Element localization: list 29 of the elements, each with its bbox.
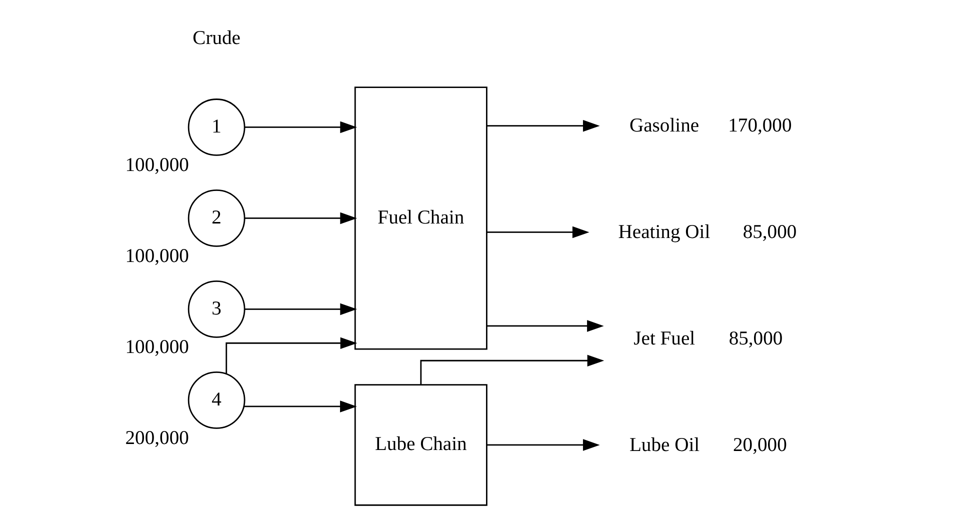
node-box: Fuel Chain (354, 86, 488, 350)
node-circle: 3 (188, 280, 246, 338)
node-label: 100,000 (125, 154, 189, 176)
arrow (486, 226, 590, 238)
arrow (244, 400, 357, 412)
node-label: 20,000 (733, 434, 787, 456)
node-text: Gasoline (629, 116, 700, 137)
arrow (244, 121, 357, 134)
node-label: 100,000 (125, 336, 189, 358)
node-box: Lube Chain (354, 384, 488, 506)
node-label: 200,000 (125, 428, 189, 449)
node-circle: 1 (188, 98, 246, 156)
node-label: 170,000 (728, 116, 792, 137)
arrow (226, 337, 358, 374)
node-label: 85,000 (728, 328, 783, 350)
node-circle: 4 (188, 371, 246, 429)
arrow (486, 120, 600, 132)
node-text: Lube Oil (629, 434, 700, 456)
node-circle: 2 (188, 190, 246, 247)
node-text: Heating Oil (618, 222, 710, 244)
node-label: 100,000 (125, 246, 189, 267)
node-text: Jet Fuel (634, 328, 696, 350)
arrow (244, 303, 357, 316)
arrow (244, 212, 357, 224)
label: Crude (192, 28, 241, 50)
arrow (486, 320, 604, 332)
arrow (486, 439, 600, 451)
node-label: 85,000 (742, 222, 797, 244)
arrow (420, 354, 604, 385)
